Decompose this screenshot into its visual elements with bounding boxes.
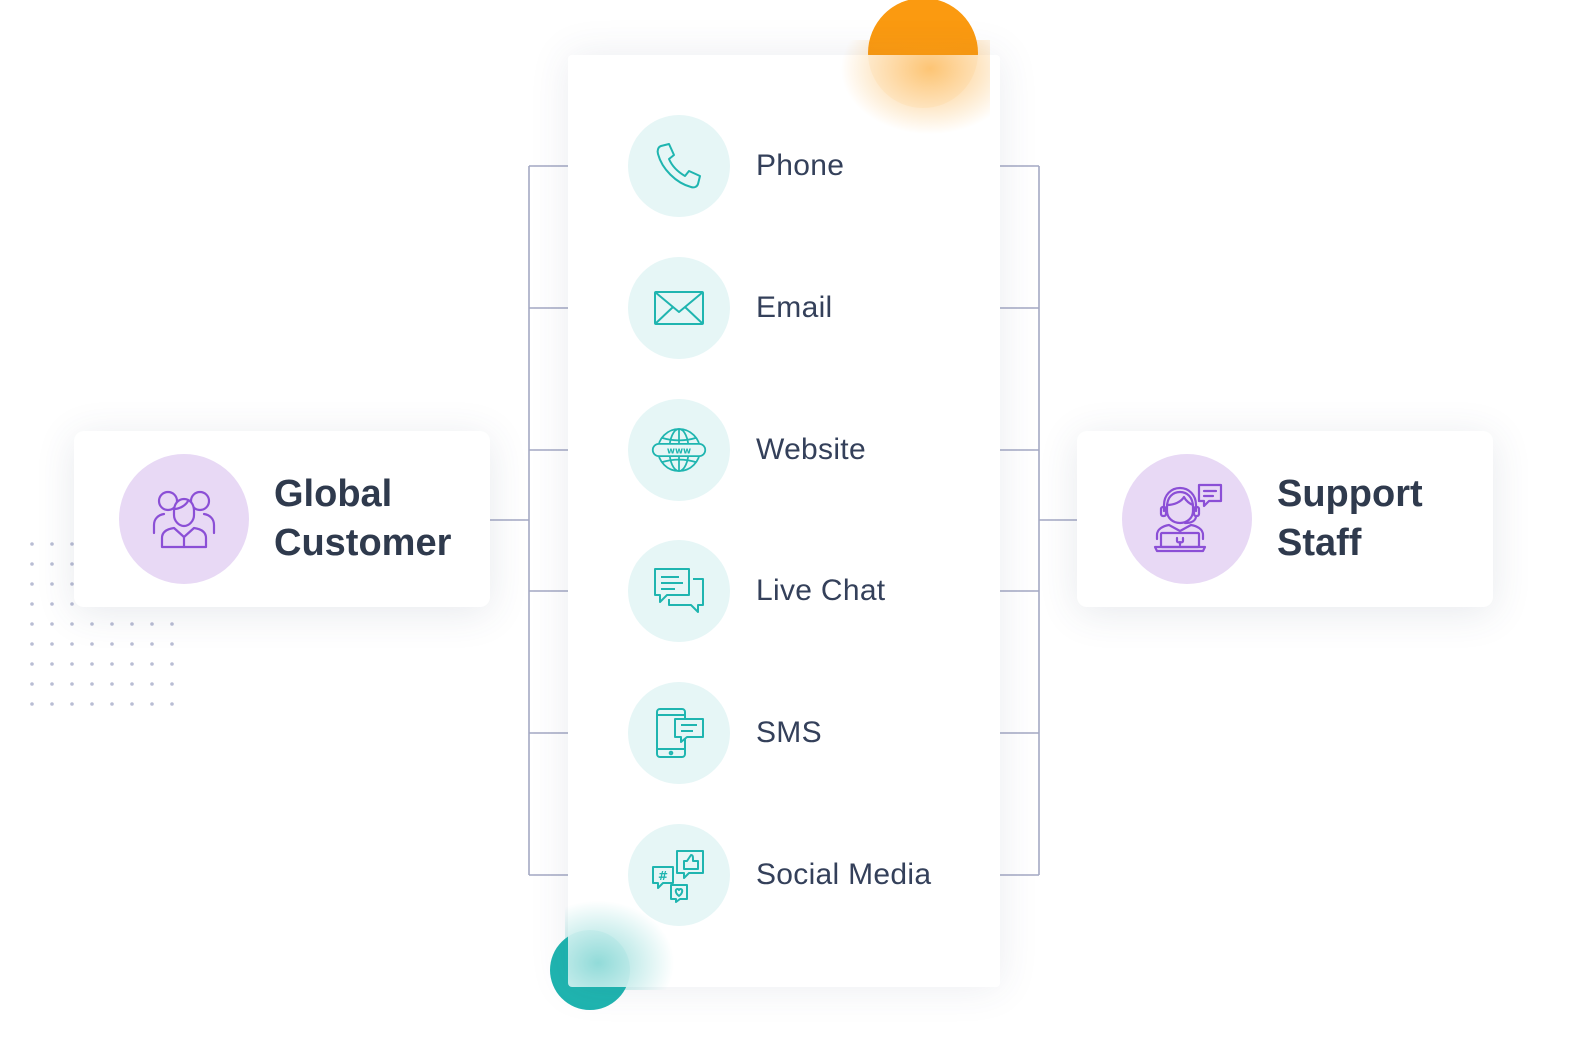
- decorative-dot: [150, 642, 154, 646]
- decorative-dot: [70, 562, 74, 566]
- decorative-dot: [50, 642, 54, 646]
- channel-website: www Website: [628, 398, 988, 502]
- decorative-dot: [50, 702, 54, 706]
- decorative-dot: [110, 642, 114, 646]
- channel-icon-circle: [628, 682, 730, 784]
- decorative-dot: [70, 582, 74, 586]
- decorative-dot: [90, 642, 94, 646]
- decorative-dot: [130, 662, 134, 666]
- mobile-sms-icon: [656, 708, 704, 758]
- decorative-dot: [30, 702, 34, 706]
- decorative-dot: [130, 682, 134, 686]
- channel-sms: SMS: [628, 681, 988, 785]
- decorative-dot: [70, 662, 74, 666]
- channel-phone: Phone: [628, 114, 988, 218]
- decorative-dot: [70, 642, 74, 646]
- decorative-dot: [50, 582, 54, 586]
- decorative-dot: [50, 562, 54, 566]
- decorative-dot: [30, 682, 34, 686]
- channel-icon-circle: [628, 115, 730, 217]
- decorative-dot: [90, 682, 94, 686]
- phone-icon: [656, 143, 701, 189]
- decorative-dot: [50, 602, 54, 606]
- channel-social-media: # Social Media: [628, 823, 988, 927]
- node-title-line: Staff: [1277, 522, 1362, 564]
- decorative-dot: [70, 602, 74, 606]
- decorative-dot: [170, 702, 174, 706]
- decorative-dot: [30, 542, 34, 546]
- email-icon: [654, 291, 704, 325]
- svg-text:#: #: [658, 869, 668, 883]
- channel-label: Email: [756, 291, 833, 324]
- decorative-dot: [130, 702, 134, 706]
- svg-text:www: www: [667, 447, 691, 457]
- global-customer-card: Global Customer: [74, 431, 490, 607]
- support-agent-icon: [1153, 483, 1223, 553]
- channel-label: Phone: [756, 149, 845, 182]
- channels-card: [568, 55, 1000, 987]
- decorative-dot: [30, 622, 34, 626]
- decorative-dot: [50, 622, 54, 626]
- support-staff-card: Support Staff: [1077, 431, 1493, 607]
- decorative-dot: [150, 702, 154, 706]
- channel-icon-circle: www: [628, 399, 730, 501]
- channel-label: Website: [756, 433, 866, 466]
- channel-icon-circle: #: [628, 824, 730, 926]
- decorative-dot: [30, 562, 34, 566]
- node-title-line: Support: [1277, 473, 1423, 515]
- node-title: Global Customer: [274, 470, 451, 568]
- decorative-dot: [50, 662, 54, 666]
- decorative-dot: [70, 702, 74, 706]
- channel-icon-circle: [628, 257, 730, 359]
- decorative-dot: [110, 702, 114, 706]
- group-users-icon: [152, 490, 216, 549]
- channel-label: Social Media: [756, 858, 932, 891]
- decorative-dot: [30, 582, 34, 586]
- decorative-dot: [50, 542, 54, 546]
- decorative-dot: [70, 542, 74, 546]
- channel-live-chat: Live Chat: [628, 539, 988, 643]
- decorative-dot: [170, 642, 174, 646]
- decorative-dot: [90, 662, 94, 666]
- globe-www-icon: www: [651, 428, 707, 472]
- decorative-dot: [170, 622, 174, 626]
- decorative-dot: [30, 642, 34, 646]
- node-title: Support Staff: [1277, 470, 1423, 568]
- channel-label: Live Chat: [756, 574, 886, 607]
- node-title-line: Customer: [274, 522, 452, 564]
- decorative-dot: [150, 622, 154, 626]
- decorative-dot: [70, 682, 74, 686]
- decorative-dot: [170, 682, 174, 686]
- decorative-dot: [110, 622, 114, 626]
- social-media-icon: #: [652, 850, 704, 903]
- decorative-dot: [50, 682, 54, 686]
- node-title-line: Global: [274, 473, 393, 515]
- decorative-dot: [130, 642, 134, 646]
- decorative-dot: [110, 662, 114, 666]
- decorative-dot: [90, 622, 94, 626]
- decorative-dot: [150, 682, 154, 686]
- avatar: [119, 454, 249, 584]
- decorative-dot: [90, 702, 94, 706]
- chat-bubbles-icon: [654, 568, 704, 613]
- channel-email: Email: [628, 256, 988, 360]
- decorative-dot: [130, 622, 134, 626]
- decorative-dot-grid: [30, 542, 174, 706]
- avatar: [1122, 454, 1252, 584]
- channel-icon-circle: [628, 540, 730, 642]
- decorative-dot: [30, 602, 34, 606]
- decorative-dot: [70, 622, 74, 626]
- decorative-dot: [170, 662, 174, 666]
- decorative-dot: [30, 662, 34, 666]
- channel-label: SMS: [756, 716, 822, 749]
- decorative-dot: [150, 662, 154, 666]
- decorative-dot: [110, 682, 114, 686]
